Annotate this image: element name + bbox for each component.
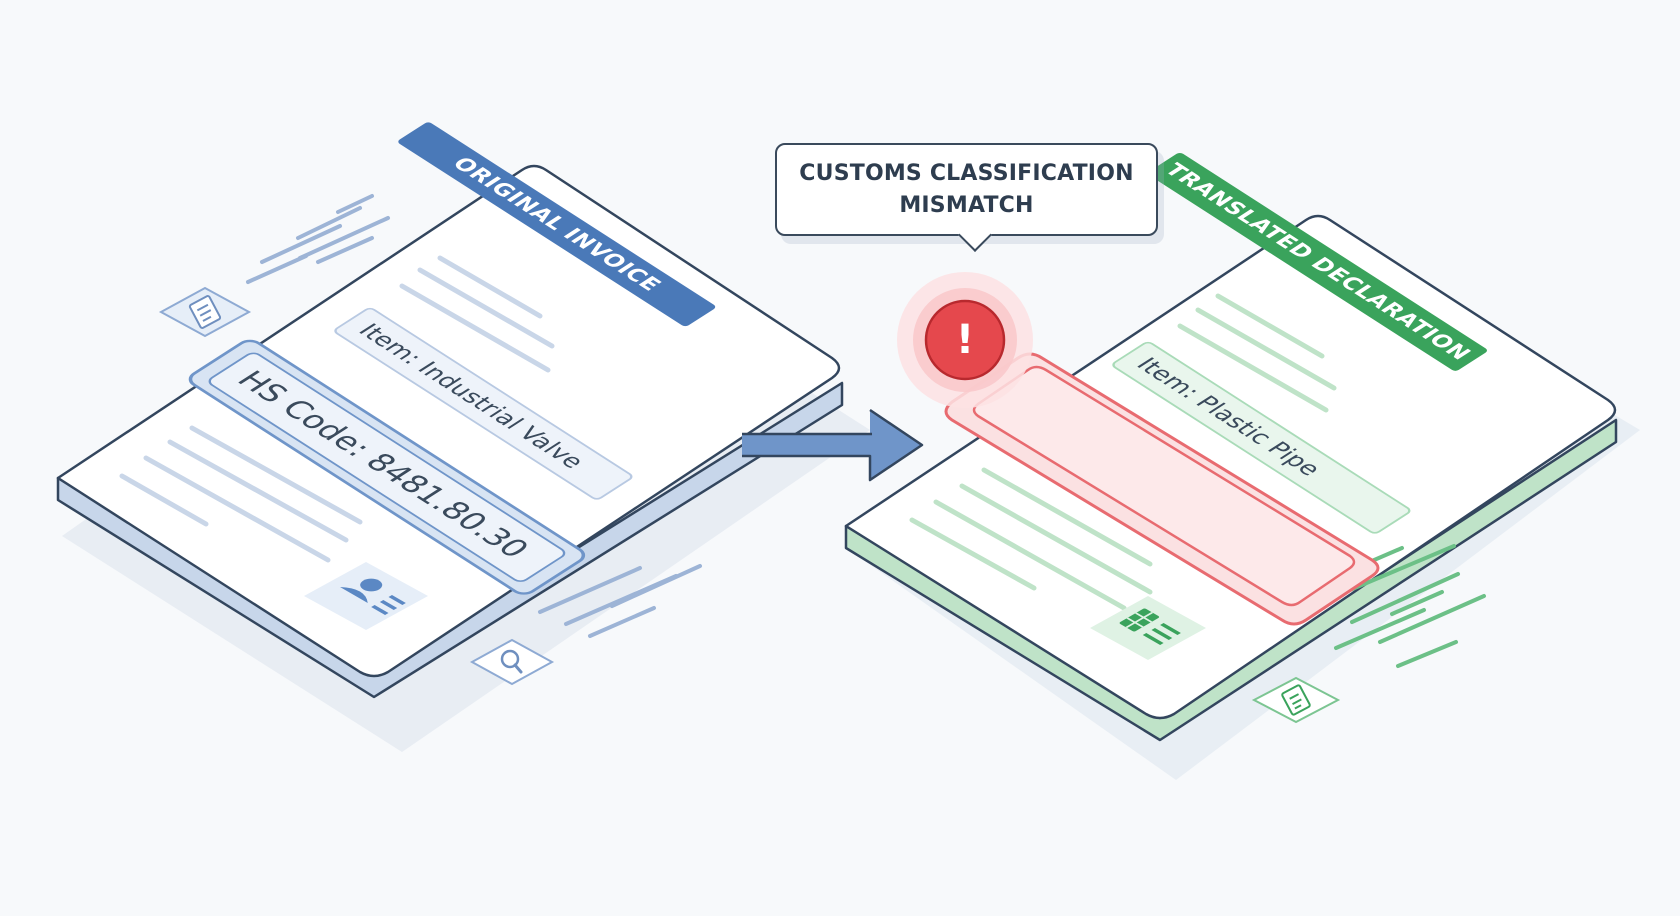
spreadsheet-tile [1090,596,1206,660]
user-card-tile [304,562,428,630]
arrow-right-icon [742,408,924,482]
left-search-tile [469,638,555,686]
right-document-tile [1251,676,1341,724]
document-icon [188,295,222,329]
left-bottom-speed-lines [538,564,702,638]
mismatch-callout: CUSTOMS CLASSIFICATION MISMATCH [775,143,1158,236]
left-speed-lines [246,194,390,284]
alert-badge [897,272,1033,408]
document-icon [1281,684,1311,716]
alert-icon: ! [945,318,985,362]
right-speed-lines [1312,544,1486,668]
original-invoice-document [56,164,870,752]
alert-symbol: ! [955,317,975,363]
left-document-tile [158,286,252,338]
search-icon [500,649,523,674]
callout-text: CUSTOMS CLASSIFICATION MISMATCH [799,160,1134,218]
spreadsheet-icon [1119,608,1181,645]
mismatch-highlight [944,352,1380,626]
